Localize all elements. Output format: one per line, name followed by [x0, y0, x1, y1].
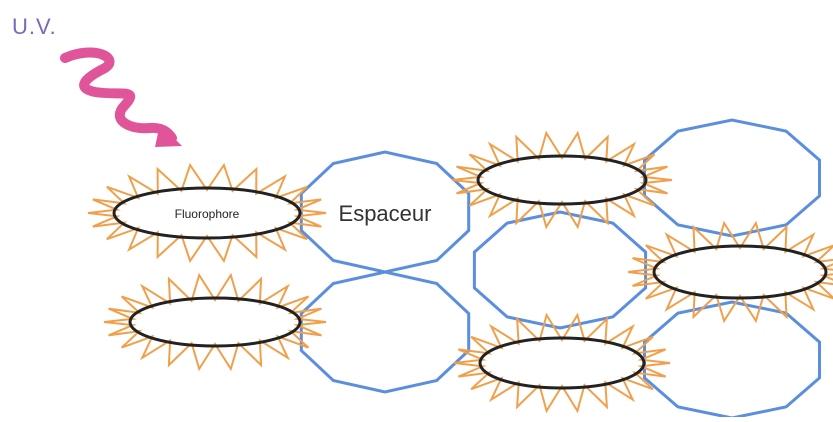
spacer-decagon — [299, 270, 471, 394]
spacer-decagon — [643, 118, 821, 238]
spacer-decagon — [643, 300, 821, 420]
fluorophore — [451, 130, 673, 230]
fluorophore — [103, 272, 327, 372]
fluorophore-group — [87, 130, 833, 414]
fluorophore-starburst — [627, 220, 833, 324]
fluorophore-starburst — [451, 130, 673, 230]
fluorophore-starburst — [87, 162, 327, 264]
uv-label: U.V. — [12, 14, 57, 39]
fluorophore-ellipse — [476, 154, 648, 206]
fluorophore-ellipse — [112, 186, 302, 240]
uv-wave-icon — [60, 47, 177, 143]
fluorophore-label: Fluorophore — [175, 207, 240, 221]
spacer-label: Espaceur — [339, 201, 432, 226]
spacer-group — [299, 118, 821, 420]
fluorophore-starburst — [453, 312, 671, 414]
fluorophore-ellipse — [128, 296, 302, 348]
fluorophore — [627, 220, 833, 324]
uv-arrowhead-icon — [155, 124, 182, 147]
fluorophore-ellipse — [652, 244, 828, 300]
spacer-decagon — [472, 210, 648, 330]
fluorophore — [87, 162, 327, 264]
fluorophore — [453, 312, 671, 414]
fluorophore-ellipse — [478, 336, 646, 390]
fluorophore-starburst — [103, 272, 327, 372]
